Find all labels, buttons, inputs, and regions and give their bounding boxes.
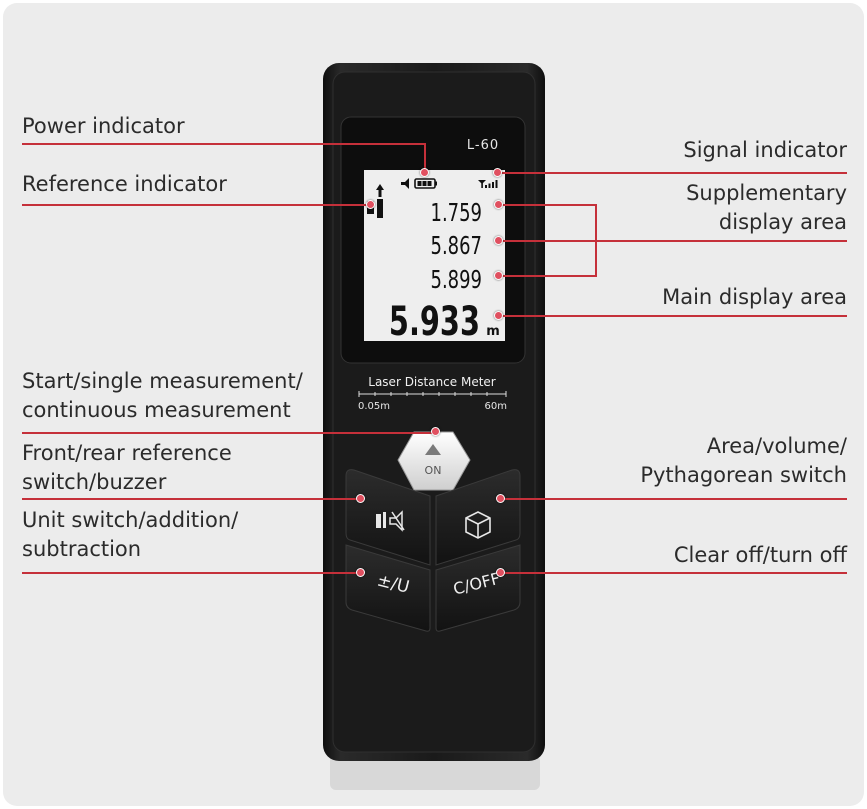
label-main-display: Main display area <box>662 285 847 309</box>
model-label: L-60 <box>467 138 499 153</box>
label-supplementary-2: display area <box>718 210 847 234</box>
leader-clear <box>500 572 847 574</box>
label-supplementary-1: Supplementary <box>686 181 847 205</box>
on-button[interactable]: ON <box>397 431 471 491</box>
label-unit-switch-2: subtraction <box>22 537 142 561</box>
dot-front-rear <box>356 494 365 503</box>
leader-area <box>500 498 847 500</box>
dot-supp-3 <box>494 271 503 280</box>
leader-front-rear <box>22 498 362 500</box>
label-reference-indicator: Reference indicator <box>22 172 227 196</box>
supplementary-reading-2: 5.867 <box>431 232 482 261</box>
dot-reference <box>366 200 375 209</box>
leader-supp-3 <box>498 275 596 277</box>
label-front-rear-1: Front/rear reference <box>22 441 232 465</box>
device-shadow <box>330 755 540 790</box>
dot-clear <box>496 568 505 577</box>
label-front-rear-2: switch/buzzer <box>22 470 167 494</box>
dot-main <box>494 311 503 320</box>
label-signal-indicator: Signal indicator <box>683 138 847 162</box>
leader-unit <box>22 572 362 574</box>
lcd-screen <box>364 170 505 341</box>
label-clear-off: Clear off/turn off <box>673 543 847 567</box>
range-scale <box>358 391 507 397</box>
supplementary-reading-1: 1.759 <box>431 199 482 228</box>
label-area-1: Area/volume/ <box>706 434 847 458</box>
front-rear-button[interactable] <box>345 469 431 566</box>
dot-supp-1 <box>494 200 503 209</box>
dot-area <box>496 494 505 503</box>
range-max-label: 60m <box>485 401 507 412</box>
unit-label: m <box>486 324 500 339</box>
signal-icon <box>478 180 498 188</box>
dot-power <box>420 168 429 177</box>
dot-signal <box>493 168 502 177</box>
label-power-indicator: Power indicator <box>22 114 185 138</box>
supplementary-reading-3: 5.899 <box>431 266 482 295</box>
dot-start <box>431 427 440 436</box>
leader-reference <box>22 204 372 206</box>
dot-unit <box>356 568 365 577</box>
label-start-1: Start/single measurement/ <box>22 369 303 393</box>
dot-supp-2 <box>494 236 503 245</box>
clear-off-button[interactable] <box>435 544 521 632</box>
main-reading: 5.933 <box>389 299 480 345</box>
leader-supp-bracket <box>595 204 597 277</box>
leader-supp-2 <box>498 240 847 242</box>
leader-supp-1 <box>498 204 596 206</box>
keypad <box>345 469 521 632</box>
leader-power-drop <box>424 143 426 173</box>
range-min-label: 0.05m <box>358 401 390 412</box>
label-area-2: Pythagorean switch <box>640 463 847 487</box>
leader-start <box>22 432 436 434</box>
label-start-2: continuous measurement <box>22 398 291 422</box>
cube-icon <box>465 511 491 539</box>
on-label: ON <box>425 464 442 477</box>
battery-icon <box>401 178 437 189</box>
label-unit-switch-1: Unit switch/addition/ <box>22 508 239 532</box>
leader-power <box>22 143 424 145</box>
leader-signal <box>498 172 847 174</box>
front-rear-icon <box>376 510 405 532</box>
area-volume-button[interactable] <box>435 469 521 566</box>
device-title: Laser Distance Meter <box>368 375 496 389</box>
unit-switch-button[interactable] <box>345 544 431 632</box>
leader-main <box>498 315 847 317</box>
